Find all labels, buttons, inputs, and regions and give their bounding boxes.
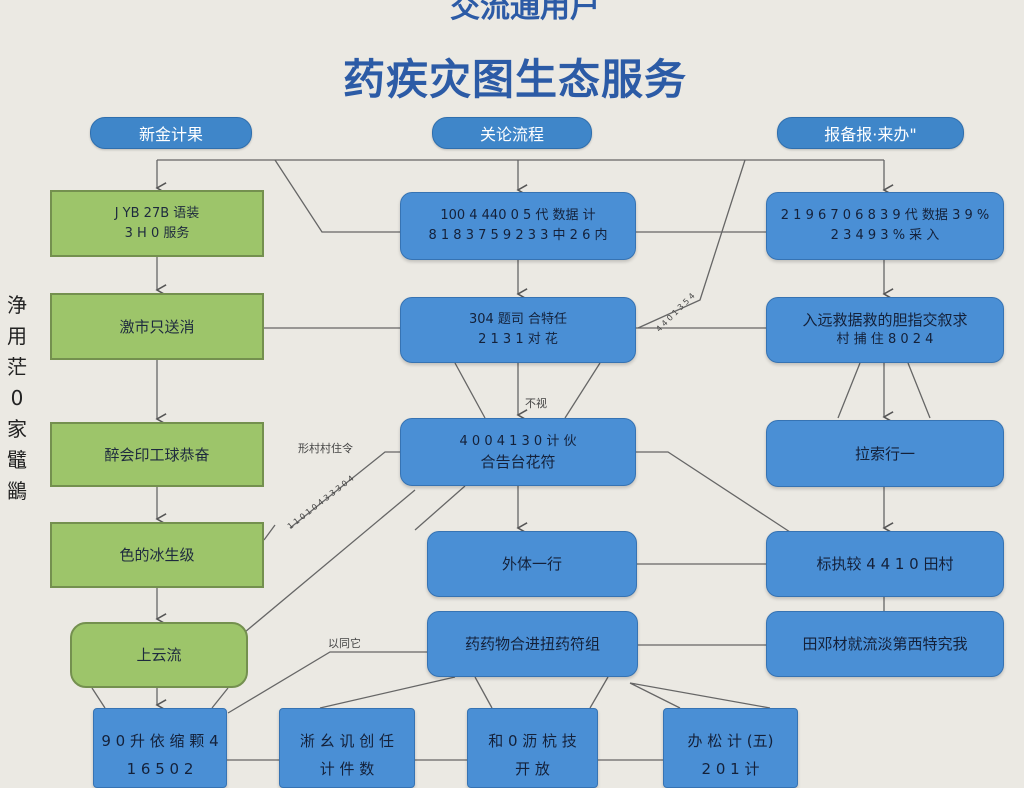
side-char: 用 bbox=[7, 324, 27, 348]
node-label: 9 0 升 依 缩 颗 4 bbox=[101, 732, 219, 750]
right-node-5: 田邓材就流淡第西特究我 bbox=[766, 611, 1004, 677]
left-node-4: 色的冰生级 bbox=[50, 522, 264, 588]
middle-node-1: 100 4 440 0 5 代 数据 计 8 1 8 3 7 5 9 2 3 3… bbox=[400, 192, 636, 260]
node-label: 药药物合进扭药符组 bbox=[464, 635, 600, 653]
node-label: 拉索行一 bbox=[854, 444, 915, 463]
right-node-1: 2 1 9 6 7 0 6 8 3 9 代 数据 3 9 % 2 3 4 9 3… bbox=[766, 192, 1004, 260]
edge-label: 形村村住令 bbox=[298, 442, 353, 455]
node-label: 上云流 bbox=[136, 646, 182, 664]
node-label: 淅 幺 讥 创 任 bbox=[299, 732, 395, 750]
left-node-1: J YB 27B 语装 3 H 0 服务 bbox=[50, 190, 264, 257]
node-label: 2 1 3 1 对 花 bbox=[478, 332, 558, 347]
node-label: 2 1 9 6 7 0 6 8 3 9 代 数据 3 9 % bbox=[780, 208, 990, 223]
node-label: 3 H 0 服务 bbox=[124, 225, 190, 241]
middle-node-4: 外体一行 bbox=[427, 531, 637, 597]
node-label: 304 题司 合特任 bbox=[468, 312, 568, 327]
node-label: 入远救据救的胆指交叙求 bbox=[802, 311, 968, 329]
left-node-2: 激市只送消 bbox=[50, 293, 264, 360]
node-label: 100 4 440 0 5 代 数据 计 bbox=[440, 208, 596, 223]
bottom-node-4: 办 松 计 (五) 2 0 1 计 bbox=[663, 708, 798, 788]
node-label: 合告台花符 bbox=[480, 453, 556, 471]
node-label: 色的冰生级 bbox=[119, 546, 195, 564]
right-node-4: 标执较 4 4 1 0 田村 bbox=[766, 531, 1004, 597]
node-label: 1 6 5 0 2 bbox=[126, 760, 194, 778]
side-char: 家 bbox=[7, 417, 27, 441]
bottom-node-3: 和 0 沥 杭 技 开 放 bbox=[467, 708, 598, 788]
left-node-5: 上云流 bbox=[70, 622, 248, 688]
column-header-2: 关论流程 bbox=[432, 117, 592, 149]
middle-node-2: 304 题司 合特任 2 1 3 1 对 花 bbox=[400, 297, 636, 363]
node-label: 村 捕 住 8 0 2 4 bbox=[836, 332, 934, 347]
node-label: 和 0 沥 杭 技 bbox=[488, 732, 577, 750]
side-char: 0 bbox=[10, 386, 24, 410]
connector-lines bbox=[91, 159, 931, 761]
edge-label: 以同它 bbox=[328, 637, 361, 650]
node-label: 田邓材就流淡第西特究我 bbox=[802, 635, 968, 653]
node-label: 醉会印工球恭奋 bbox=[104, 445, 210, 464]
edge-label: 不视 bbox=[525, 397, 547, 410]
right-node-2: 入远救据救的胆指交叙求 村 捕 住 8 0 2 4 bbox=[766, 297, 1004, 363]
node-label: 2 3 4 9 3 % 采 入 bbox=[830, 228, 940, 243]
side-char: 鼊 bbox=[7, 448, 27, 472]
node-label: 4 0 0 4 1 3 0 计 伙 bbox=[459, 434, 577, 449]
top-title: 交流通用户 bbox=[450, 0, 600, 25]
node-label: 标执较 4 4 1 0 田村 bbox=[816, 555, 954, 573]
node-label: 2 0 1 计 bbox=[701, 760, 760, 778]
column-header-1: 新金计果 bbox=[90, 117, 252, 149]
middle-node-5: 药药物合进扭药符组 bbox=[427, 611, 638, 677]
bottom-node-2: 淅 幺 讥 创 任 计 件 数 bbox=[279, 708, 415, 788]
side-char: 浄 bbox=[7, 293, 27, 317]
right-node-3: 拉索行一 bbox=[766, 420, 1004, 487]
node-label: 计 件 数 bbox=[319, 760, 375, 778]
side-char: 鶅 bbox=[7, 479, 27, 503]
side-vertical-text: 浄 用 茫 0 家 鼊 鶅 bbox=[6, 290, 28, 507]
node-label: 开 放 bbox=[515, 760, 550, 778]
node-label: J YB 27B 语装 bbox=[114, 205, 200, 221]
node-label: 激市只送消 bbox=[119, 317, 195, 336]
node-label: 办 松 计 (五) bbox=[687, 732, 774, 750]
node-label: 8 1 8 3 7 5 9 2 3 3 中 2 6 内 bbox=[428, 228, 608, 243]
middle-node-3: 4 0 0 4 1 3 0 计 伙 合告台花符 bbox=[400, 418, 636, 486]
node-label: 外体一行 bbox=[501, 555, 562, 573]
page-title: 药疾灾图生态服务 bbox=[342, 55, 687, 104]
left-node-3: 醉会印工球恭奋 bbox=[50, 422, 264, 487]
column-header-3: 报备报·来办" bbox=[777, 117, 964, 149]
side-char: 茫 bbox=[7, 355, 27, 379]
bottom-node-1: 9 0 升 依 缩 颗 4 1 6 5 0 2 bbox=[93, 708, 227, 788]
